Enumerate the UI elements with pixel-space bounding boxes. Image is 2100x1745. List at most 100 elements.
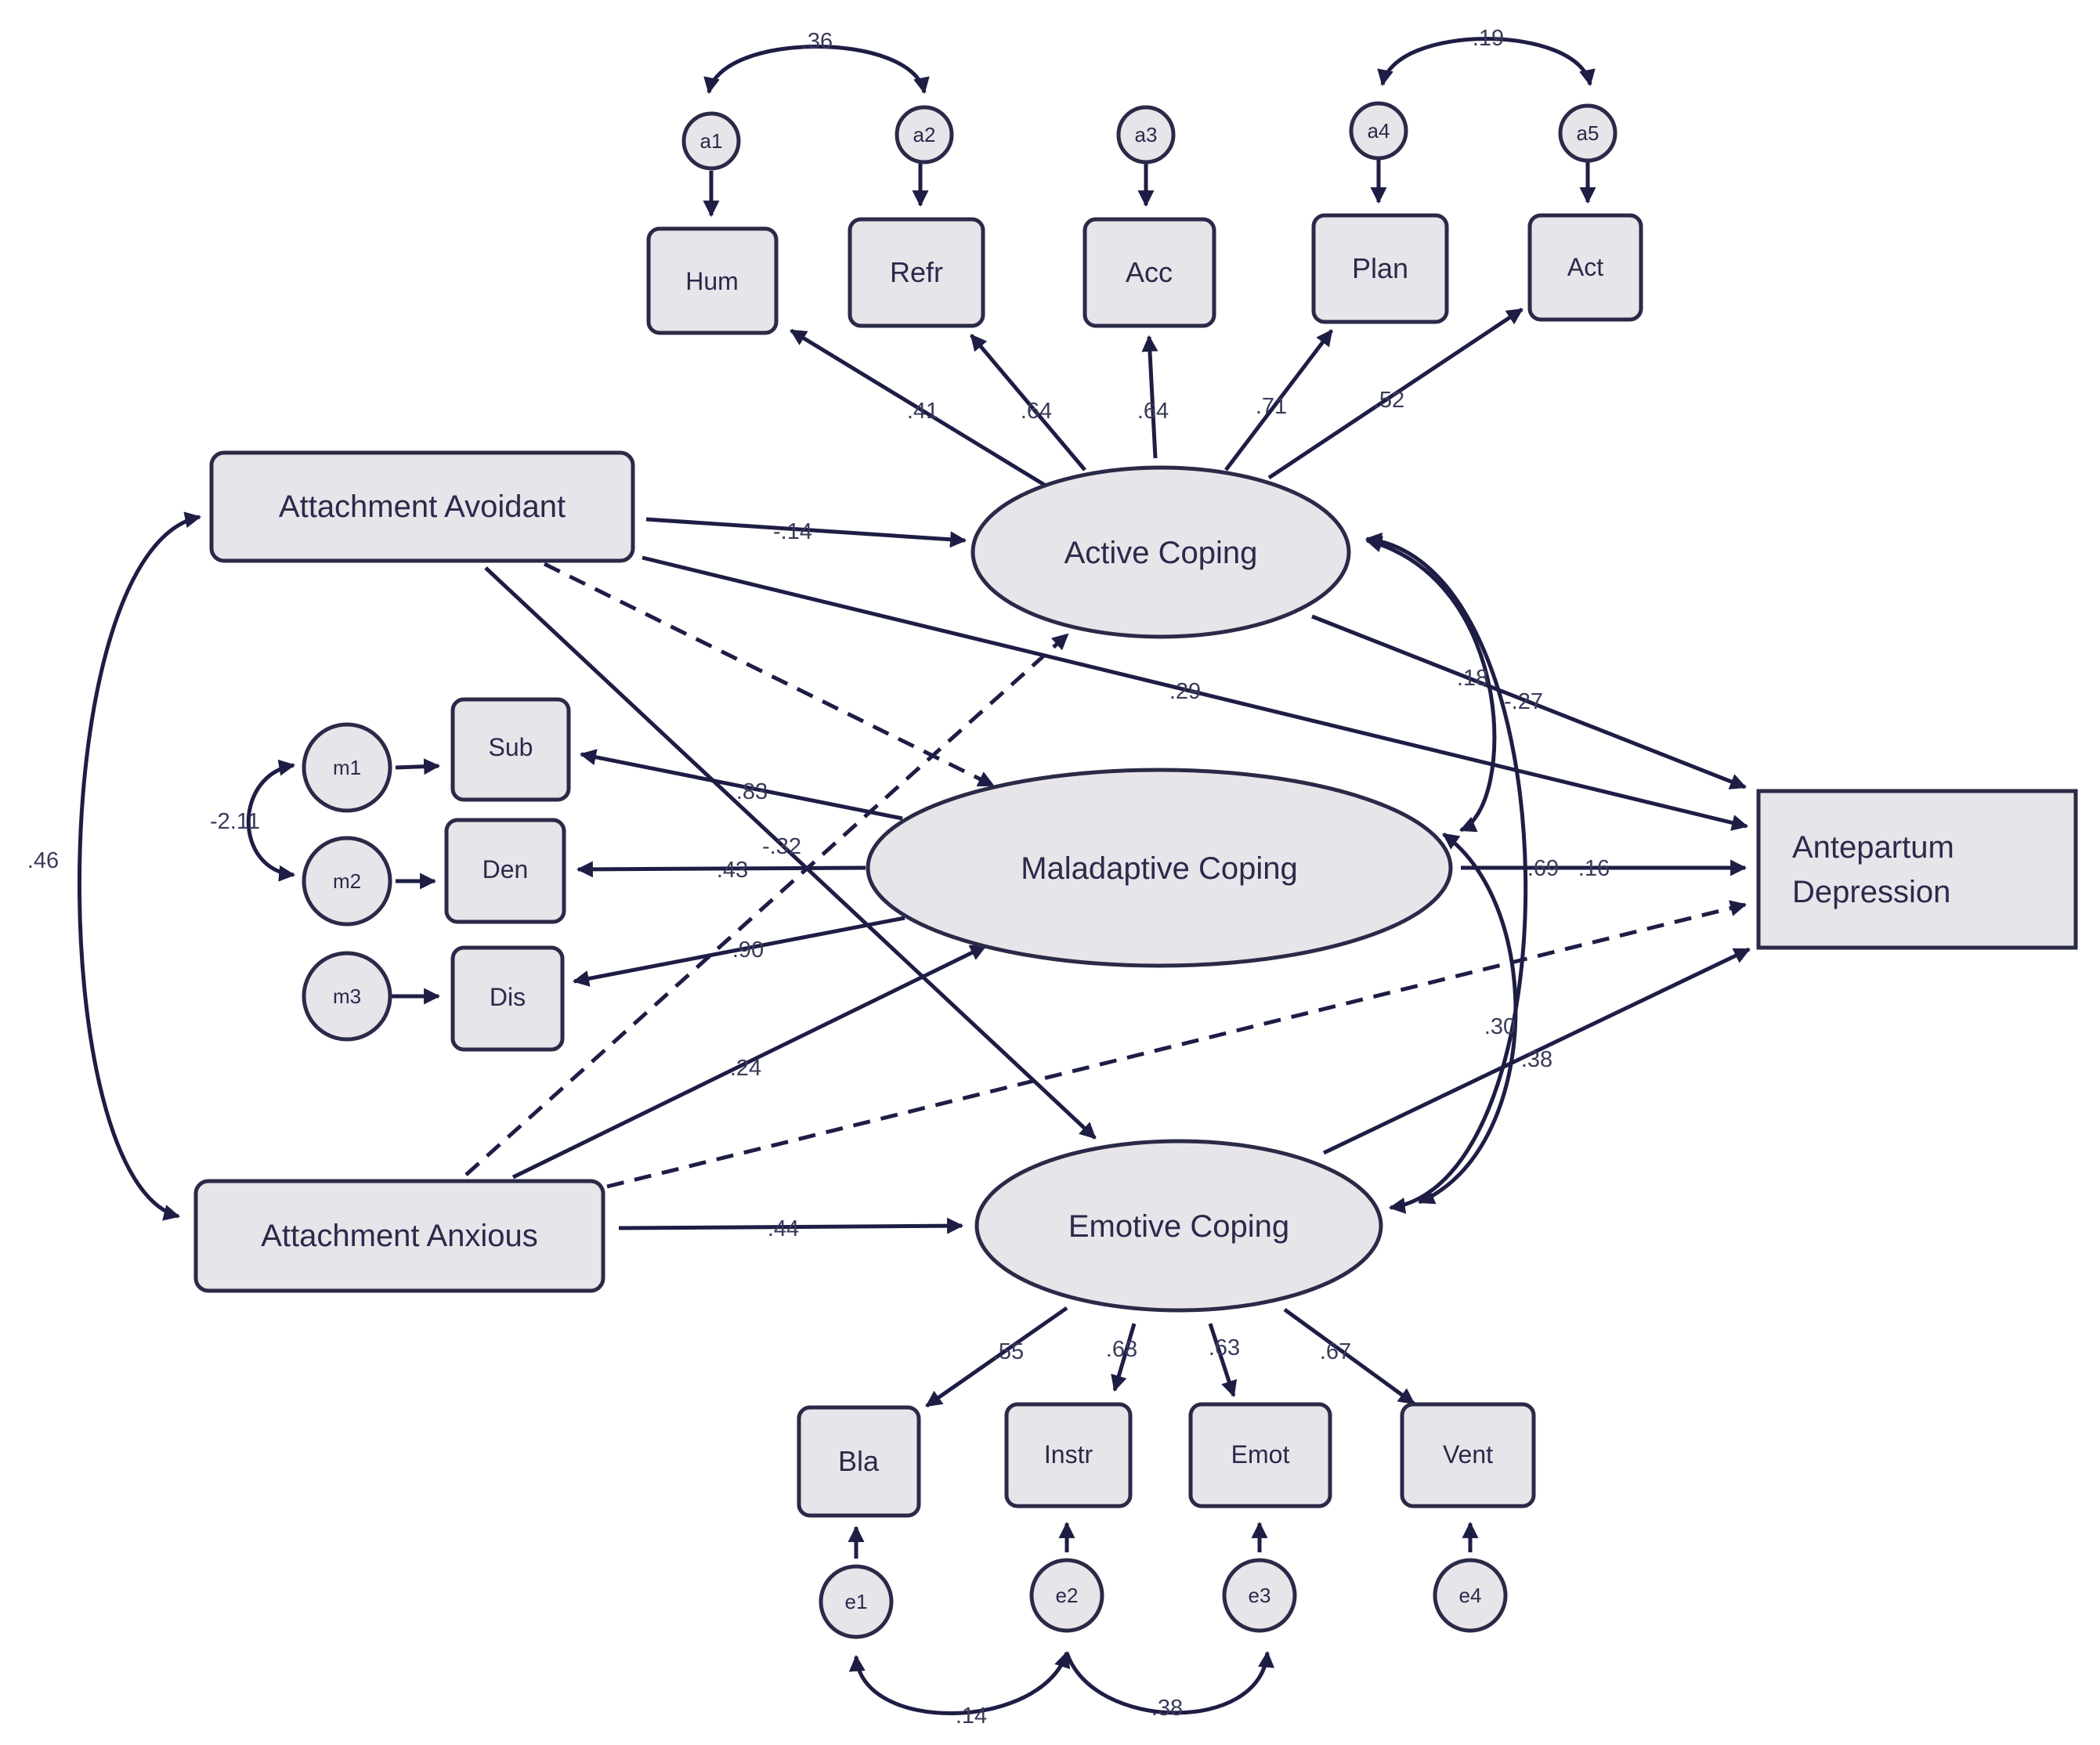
path-anx-emotive (618, 1217, 964, 1234)
coef-den: .43 (717, 858, 748, 883)
indicator-act: Act (1527, 213, 1643, 322)
coef-a1-a2: .36 (801, 29, 833, 54)
error-m1-label: m1 (333, 756, 361, 779)
indicator-hum: Hum (646, 226, 779, 335)
depression-label-line2: Depression (1792, 875, 1950, 909)
coef-m1-m2: -2.11 (210, 809, 260, 834)
indicator-dis-label: Dis (490, 983, 526, 1011)
path-avoid-emotive (484, 566, 1097, 1140)
cov-mal-emotive (1418, 832, 1518, 1205)
cov-e2-e3 (1064, 1650, 1274, 1715)
maladaptive-coping-label: Maladaptive Coping (1021, 851, 1298, 886)
error-a3: a3 (1116, 105, 1176, 164)
load-vent (1283, 1307, 1415, 1406)
paths (77, 37, 1751, 1716)
error-a2: a2 (895, 105, 954, 164)
coef-hum: .41 (907, 399, 938, 424)
indicator-plan: Plan (1311, 213, 1449, 324)
indicator-vent-label: Vent (1443, 1440, 1493, 1469)
coef-avoid-active: -.14 (773, 519, 812, 544)
load-dis (572, 916, 905, 987)
error-a5: a5 (1558, 103, 1617, 163)
load-plan (1224, 329, 1333, 471)
active-coping-label: Active Coping (1064, 536, 1258, 570)
error-m2-label: m2 (333, 869, 361, 893)
error-e1: e1 (819, 1564, 894, 1639)
coef-vent: .67 (1320, 1339, 1351, 1364)
path-anx-active (464, 633, 1069, 1176)
indicator-bla-label: Bla (838, 1445, 880, 1477)
load-hum (790, 328, 1047, 488)
coefficient-labels: .36 .19 .41 .64 .64 .71 .52 -.14 .29 .18… (27, 26, 1610, 1729)
coef-anx-emotive: .44 (768, 1216, 799, 1241)
cov-avoid-anx (77, 511, 202, 1221)
indicator-den: Den (444, 818, 566, 924)
load-den (576, 861, 866, 878)
coef-avoid-emotive: -.32 (762, 834, 801, 859)
load-acc (1141, 334, 1158, 459)
error-m3: m3 (302, 951, 392, 1042)
node-antepartum-depression: Antepartum Depression (1756, 789, 2078, 950)
error-m3-label: m3 (333, 984, 361, 1008)
indicator-emot-label: Emot (1231, 1440, 1290, 1469)
attachment-anxious-label: Attachment Anxious (261, 1219, 538, 1253)
coef-active-mal: .18 (1457, 666, 1488, 691)
coef-mal-depr-a: .69 (1527, 856, 1559, 881)
indicator-acc: Acc (1083, 217, 1216, 328)
load-sub (579, 749, 903, 821)
path-anx-mal (511, 944, 987, 1180)
error-e3-label: e3 (1249, 1584, 1271, 1607)
indicator-act-label: Act (1567, 253, 1603, 281)
coef-act: .52 (1373, 388, 1404, 413)
coef-avoid-depr: .29 (1169, 679, 1201, 704)
cov-active-emotive (1364, 532, 1528, 1214)
indicator-bla: Bla (797, 1405, 921, 1518)
indicator-refr: Refr (848, 217, 985, 328)
coef-sub: .83 (736, 779, 768, 804)
indicator-refr-label: Refr (890, 256, 943, 288)
error-e4: e4 (1433, 1558, 1508, 1633)
indicator-hum-label: Hum (685, 267, 739, 295)
depression-label-line1: Antepartum (1792, 830, 1954, 865)
error-a4: a4 (1349, 101, 1408, 161)
indicator-acc-label: Acc (1126, 256, 1173, 288)
coef-active-depr: -.27 (1504, 689, 1543, 714)
path-avoid-mal (543, 562, 995, 788)
indicator-vent: Vent (1400, 1402, 1536, 1508)
error-a5-label: a5 (1577, 121, 1599, 145)
coef-a4-a5: .19 (1473, 26, 1504, 51)
indicator-den-label: Den (483, 855, 529, 883)
path-avoid-depr (642, 555, 1749, 831)
coef-acc: .64 (1137, 399, 1169, 424)
attachment-avoidant-label: Attachment Avoidant (279, 490, 566, 524)
coef-avoid-anx: .46 (27, 848, 59, 873)
node-active-coping: Active Coping (970, 465, 1351, 639)
error-e2: e2 (1029, 1558, 1104, 1633)
coef-plan: .71 (1256, 394, 1287, 419)
coef-dis: .90 (732, 938, 764, 963)
coef-mal-emotive: .30 (1484, 1014, 1516, 1039)
indicator-sub-label: Sub (489, 733, 533, 761)
emotive-coping-label: Emotive Coping (1068, 1209, 1289, 1244)
node-attachment-anxious: Attachment Anxious (193, 1179, 605, 1293)
err-m1-sub (395, 758, 441, 775)
node-attachment-avoidant: Attachment Avoidant (209, 450, 635, 563)
cov-e1-e2 (848, 1651, 1071, 1716)
coef-e1-e2: .14 (956, 1703, 987, 1729)
error-a1-label: a1 (700, 129, 723, 153)
cov-a4-a5 (1377, 37, 1596, 87)
load-bla (925, 1306, 1068, 1408)
path-avoid-active (645, 517, 967, 548)
error-e3: e3 (1222, 1558, 1297, 1633)
error-a4-label: a4 (1368, 119, 1390, 143)
error-e1-label: e1 (845, 1590, 868, 1613)
error-e4-label: e4 (1459, 1584, 1482, 1607)
coef-mal-depr-b: .16 (1578, 856, 1610, 881)
node-emotive-coping: Emotive Coping (974, 1139, 1383, 1313)
load-refr (970, 334, 1086, 471)
coef-anx-mal: .24 (730, 1056, 761, 1081)
coef-bla: .55 (992, 1339, 1024, 1364)
load-instr (1111, 1323, 1137, 1393)
load-act (1267, 307, 1523, 480)
coef-refr: .64 (1021, 399, 1052, 424)
